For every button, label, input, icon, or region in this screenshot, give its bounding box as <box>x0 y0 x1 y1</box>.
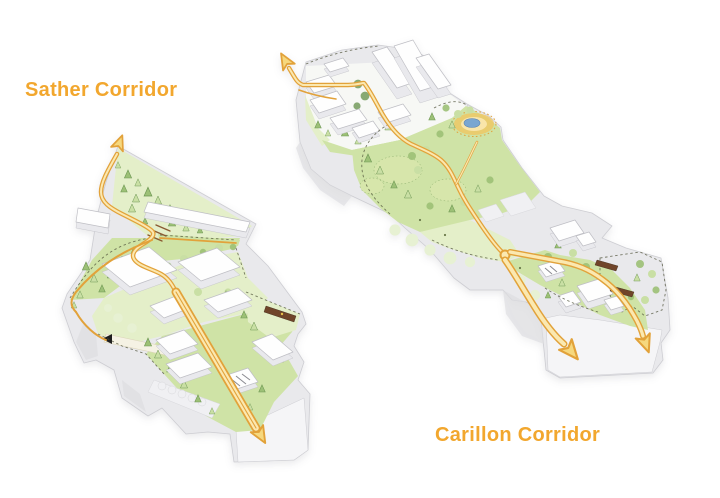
sather-dark-roof-bar <box>263 305 297 323</box>
carillon-slab-front-face <box>545 314 663 378</box>
carillon-dark-roof-bar-1 <box>594 259 619 272</box>
pond <box>463 118 481 128</box>
sather-slab-front-face <box>235 397 309 463</box>
carillon-corridor-path <box>274 49 657 366</box>
carillon-corridor-label: Carillon Corridor <box>435 424 601 446</box>
carillon-pond-plaza <box>451 111 497 137</box>
sather-dashed-boundaries <box>69 234 301 375</box>
carillon-northwest-arrow-icon <box>274 49 296 72</box>
sather-corridor-label: Sather Corridor <box>25 79 178 101</box>
carillon-corridor-map <box>274 39 671 379</box>
carillon-tree-clusters <box>314 79 660 304</box>
sather-corridor-path <box>70 132 273 448</box>
sather-corridor-map <box>61 132 311 463</box>
carillon-dashed-boundaries <box>305 45 599 313</box>
sather-north-arrow-icon <box>110 132 130 153</box>
sather-buildings <box>75 201 294 396</box>
